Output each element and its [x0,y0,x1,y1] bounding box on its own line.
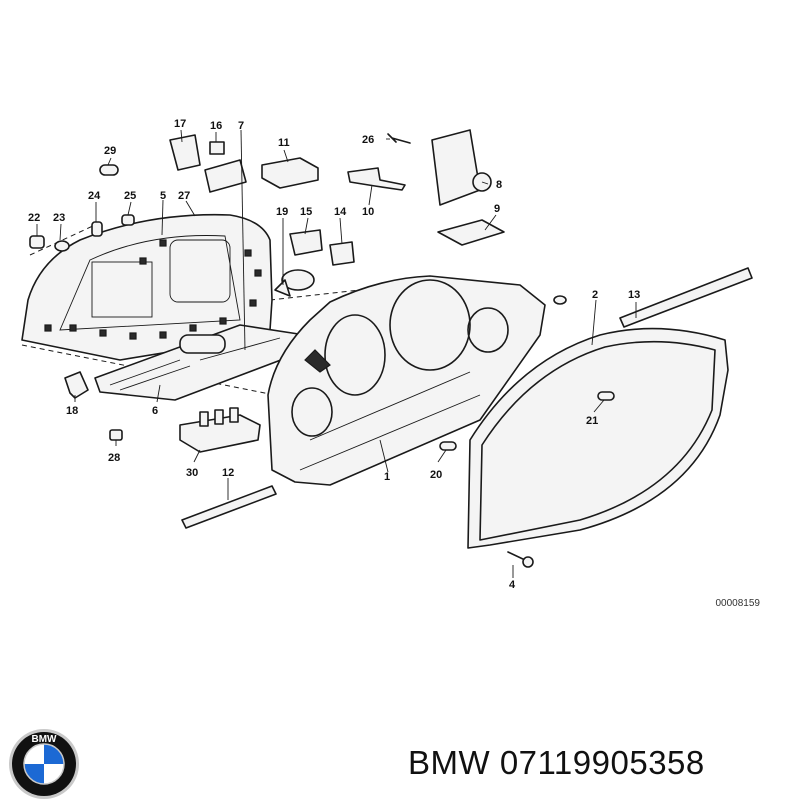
parts-19-15-14-holders [274,229,355,297]
callout-19: 19 [276,206,288,218]
part-9-board [437,219,505,246]
callout-25: 25 [124,190,136,202]
part-10-sensor [347,167,406,191]
callout-7: 7 [238,120,244,132]
part-26-screw [387,133,411,144]
pins-and-screws [439,295,615,568]
callout-22: 22 [28,212,40,224]
callout-6: 6 [152,405,158,417]
part-1-cluster-housing [267,275,546,486]
bmw-roundel-icon: BMW [9,729,79,799]
bmw-roundel-text: BMW [32,734,58,745]
reference-code: 00008159 [715,598,761,609]
callout-20: 20 [430,469,442,481]
callout-18: 18 [66,405,78,417]
parts-16-17-7-switches [169,134,247,193]
callout-15: 15 [300,206,312,218]
part-30-connector [179,407,261,453]
callout-1: 1 [384,471,390,483]
leader-lines [36,129,637,578]
callout-12: 12 [222,467,234,479]
part-28-clip [109,429,123,441]
callout-24: 24 [88,190,101,202]
callout-23: 23 [53,212,65,224]
callout-26: 26 [362,134,374,146]
part-18-bracket [64,371,89,399]
callout-5: 5 [160,190,166,202]
callout-labels: 1 2 4 5 6 7 8 9 10 11 12 13 14 15 16 17 … [28,118,640,591]
callout-28: 28 [108,452,120,464]
callout-14: 14 [334,206,347,218]
callout-10: 10 [362,206,374,218]
callout-2: 2 [592,289,598,301]
part-13-strip [619,267,753,328]
callout-11: 11 [278,137,290,149]
callout-16: 16 [210,120,222,132]
callout-30: 30 [186,467,198,479]
callout-21: 21 [586,415,598,427]
part-number-label: BMW 07119905358 [408,744,705,781]
part-8-gauge-module [431,129,492,206]
bulbs-and-sockets [29,164,135,252]
part-11-module [261,157,319,189]
part-2-lens-frame [467,327,729,549]
callout-13: 13 [628,289,640,301]
part-12-strip [181,485,277,529]
part-5-circuit-housing [21,213,273,361]
callout-8: 8 [496,179,502,191]
exploded-parts-diagram: 1 2 4 5 6 7 8 9 10 11 12 13 14 15 16 17 … [21,118,753,591]
callout-9: 9 [494,203,500,215]
callout-27: 27 [178,190,190,202]
callout-17: 17 [174,118,186,130]
callout-29: 29 [104,145,116,157]
callout-4: 4 [509,579,516,591]
